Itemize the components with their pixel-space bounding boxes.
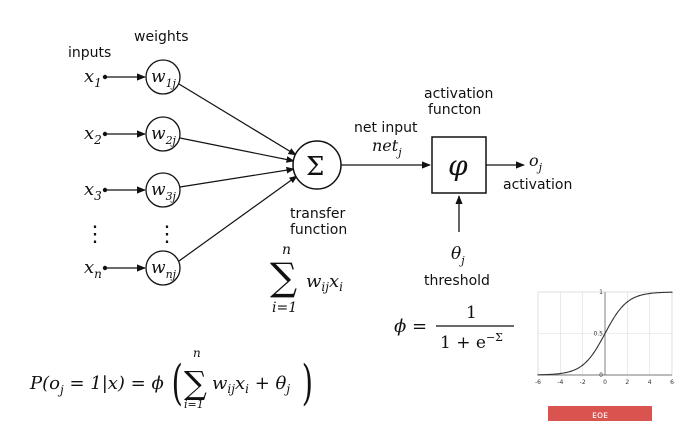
weight-node bbox=[145, 172, 181, 208]
input-node-dot bbox=[102, 131, 108, 137]
weight-symbol: w1j bbox=[151, 67, 177, 90]
weight-node bbox=[145, 250, 181, 286]
x-tick-label: 0 bbox=[603, 379, 607, 386]
activation-label: activation bbox=[503, 177, 572, 193]
input-row-1: x1 w1j bbox=[84, 59, 181, 95]
weight-symbol: w2j bbox=[151, 124, 177, 147]
x-tick-label: 4 bbox=[648, 379, 652, 386]
weight-to-sum-arrow bbox=[178, 175, 298, 262]
sigmoid-point bbox=[582, 364, 584, 366]
phi-lhs: ϕ = bbox=[394, 316, 427, 337]
activation-function-label-line1: activation bbox=[424, 86, 493, 102]
net-input-label: net input bbox=[354, 120, 418, 136]
input-row-n: xn wnj bbox=[84, 250, 181, 286]
left-paren: ( bbox=[172, 355, 183, 411]
theta-symbol: θj bbox=[451, 244, 465, 267]
prob-sum-upper: n bbox=[193, 346, 201, 360]
input-vdots: ⋮ bbox=[84, 222, 106, 247]
input-row-2: x2 w2j bbox=[84, 116, 181, 152]
prob-sum-sign: ∑ bbox=[184, 364, 207, 402]
weight-to-sum-arrow bbox=[178, 83, 297, 156]
sum-sign: ∑ bbox=[270, 255, 297, 299]
threshold-label: threshold bbox=[424, 273, 490, 289]
x-tick-label: 2 bbox=[625, 379, 629, 386]
sigmoid-formula: ϕ = 1 1 + e−Σ bbox=[394, 303, 514, 353]
sum-formula: n ∑ wijxi i=1 bbox=[270, 242, 343, 316]
prob-lhs: P(oj = 1|x) = ϕ bbox=[29, 373, 164, 397]
weight-vdots: ⋮ bbox=[156, 222, 178, 247]
weight-symbol: wnj bbox=[151, 258, 177, 281]
sigmoid-point bbox=[626, 301, 628, 303]
x-tick-label: 6 bbox=[670, 379, 674, 386]
x-tick-label: -2 bbox=[580, 379, 586, 386]
weight-node bbox=[145, 59, 181, 95]
input-node-dot bbox=[102, 187, 108, 193]
sigmoid-point bbox=[615, 313, 617, 315]
output-symbol: oj bbox=[529, 151, 543, 174]
input-symbol: x3 bbox=[84, 179, 102, 203]
sigmoid-point bbox=[604, 332, 606, 335]
weight-to-sum-arrow bbox=[179, 137, 295, 163]
activation-box bbox=[431, 136, 487, 194]
weight-node bbox=[145, 116, 181, 152]
transfer-label-line2: function bbox=[290, 222, 347, 238]
input-row-3: x3 w3j bbox=[84, 172, 181, 208]
sigmoid-point bbox=[671, 291, 673, 293]
sum-lower-limit: i=1 bbox=[272, 300, 297, 316]
activation-function-label-line2: functon bbox=[428, 102, 481, 118]
weight-to-sum-arrow bbox=[179, 166, 295, 188]
sigmoid-point bbox=[559, 372, 561, 375]
phi-denominator: 1 + e−Σ bbox=[440, 331, 503, 353]
right-paren: ) bbox=[302, 355, 313, 411]
transfer-label-line1: transfer bbox=[290, 206, 346, 222]
y-tick-label: 0.5 bbox=[593, 331, 603, 338]
sigmoid-point bbox=[649, 292, 651, 295]
y-tick-label: 1 bbox=[599, 289, 603, 296]
sigmoid-chart: -6 -4 -2 0 2 4 6 1 0.5 0 bbox=[535, 289, 674, 386]
x-tick-label: -4 bbox=[557, 379, 563, 386]
sigmoid-point bbox=[537, 374, 539, 376]
y-tick-label: 0 bbox=[599, 372, 603, 379]
sigma-symbol: Σ bbox=[306, 152, 324, 182]
sigmoid-point bbox=[593, 352, 595, 354]
sigmoid-point bbox=[570, 370, 573, 372]
watermark-badge bbox=[548, 406, 652, 421]
net-symbol: netj bbox=[372, 136, 402, 159]
watermark-text: ᴇᴏᴇ bbox=[592, 410, 608, 421]
input-symbol: x1 bbox=[84, 66, 102, 90]
input-symbol: x2 bbox=[84, 123, 102, 147]
x-tick-label: -6 bbox=[535, 379, 541, 386]
sum-term: wijxi bbox=[306, 271, 343, 294]
sigmoid-point bbox=[637, 295, 640, 297]
prob-sum-lower: i=1 bbox=[184, 398, 204, 411]
sigmoid-point bbox=[660, 291, 662, 294]
weight-symbol: w3j bbox=[151, 180, 177, 203]
weights-label: weights bbox=[134, 29, 189, 45]
sum-upper-limit: n bbox=[282, 242, 291, 258]
input-node-dot bbox=[102, 265, 108, 271]
sigmoid-point bbox=[548, 373, 550, 376]
prob-term: wijxi + θj bbox=[212, 373, 290, 396]
inputs-label: inputs bbox=[68, 45, 111, 61]
input-node-dot bbox=[102, 74, 108, 80]
phi-symbol: φ bbox=[448, 149, 468, 182]
input-symbol: xn bbox=[84, 257, 102, 281]
phi-numerator: 1 bbox=[466, 303, 477, 323]
probability-formula: P(oj = 1|x) = ϕ ( n ∑ i=1 wijxi + θj ) bbox=[29, 346, 313, 411]
